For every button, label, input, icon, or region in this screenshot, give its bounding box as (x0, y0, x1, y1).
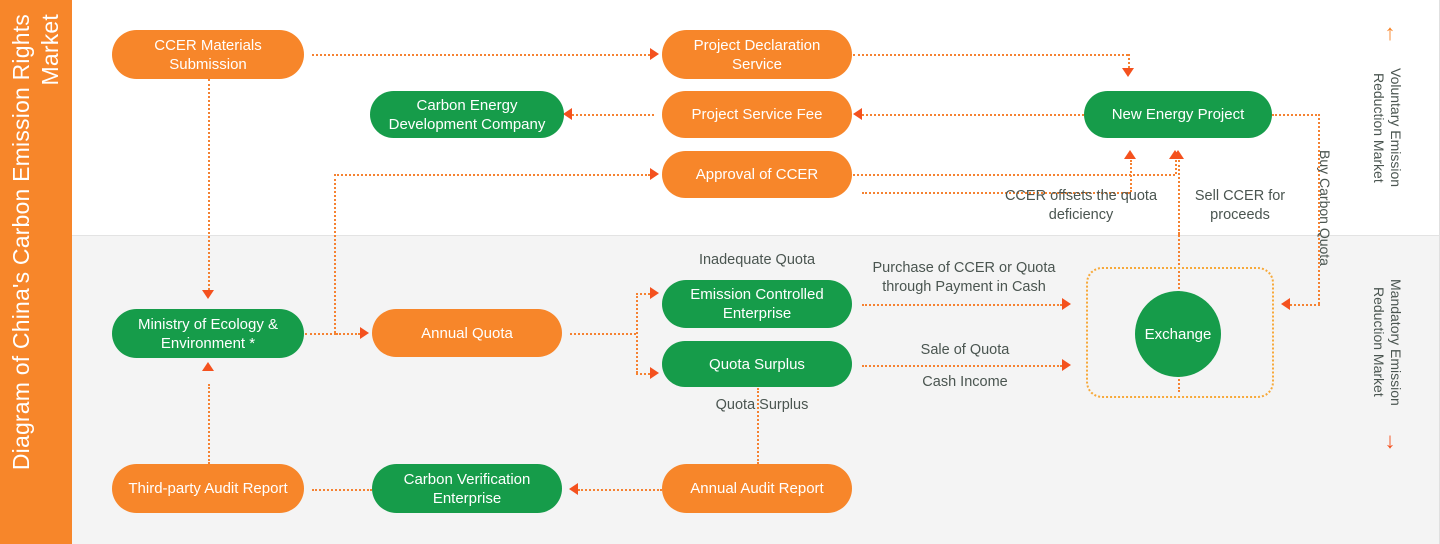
node-approval-of-ccer-label: Approval of CCER (695, 166, 819, 183)
label-buy-carbon-quota: Buy Carbon Quota (1317, 149, 1333, 266)
edge-approval-to-newenergy-v (1175, 160, 1177, 174)
edge-ministry-to-quota (336, 333, 360, 335)
node-annual-quota-label: Annual Quota (421, 324, 513, 342)
voluntary-market-label: Voluntary Emission Reduction Market (1371, 68, 1404, 188)
node-ccer-materials-label: CCER Materials Submission (154, 36, 262, 73)
edge-ministry-to-approval-h (334, 174, 650, 176)
node-ministry-label: Ministry of Ecology & Environment * (137, 315, 279, 352)
edge-buyquota-v (1318, 114, 1320, 304)
node-emission-controlled-enterprise[interactable]: Emission Controlled Enterprise (662, 280, 852, 328)
label-purchase-ccer-or-quota: Purchase of CCER or Quota through Paymen… (872, 260, 1056, 295)
label-sale-of-quota: Sale of Quota (920, 342, 1010, 358)
edge-ccer-offsets-v (1130, 160, 1132, 192)
label-sell-ccer-for-proceeds: Sell CCER for proceeds (1194, 188, 1286, 223)
edge-sellccer-v2 (1178, 160, 1180, 235)
edge-declaration-to-newenergy-v (1128, 54, 1130, 72)
edge-verification-to-thirdparty (312, 489, 372, 491)
edge-buyquota-arrowhead (1281, 298, 1290, 310)
edge-surplus-to-auditreport (757, 388, 759, 464)
node-quota-surplus[interactable]: Quota Surplus (662, 341, 852, 387)
node-annual-audit-label: Annual Audit Report (690, 480, 824, 497)
edge-emission-to-exchange (862, 304, 1062, 306)
node-annual-audit-report[interactable]: Annual Audit Report (662, 464, 852, 513)
edge-buyquota-h (1272, 114, 1320, 116)
edge-auditreport-to-verification-arrowhead (569, 483, 578, 495)
edge-sellccer-arrowhead (1172, 150, 1184, 159)
node-carbon-verification-enterprise[interactable]: Carbon Verification Enterprise (372, 464, 562, 513)
edge-auditreport-to-verification (578, 489, 662, 491)
voluntary-market-arrow-up-icon: ↑ (1384, 20, 1396, 45)
node-exchange-label: Exchange (1144, 325, 1212, 343)
edge-ccer-to-declaration-arrowhead (650, 48, 659, 60)
label-inadequate-quota: Inadequate Quota (698, 252, 816, 268)
edge-ccer-offsets-arrowhead (1124, 150, 1136, 159)
node-carbon-verification-label: Carbon Verification Enterprise (403, 470, 531, 507)
node-ccer-materials-submission[interactable]: CCER Materials Submission (112, 30, 304, 79)
node-new-energy-project-label: New Energy Project (1111, 106, 1245, 123)
mandatory-market-arrow-down-icon: ↓ (1384, 428, 1396, 453)
node-annual-quota[interactable]: Annual Quota (372, 309, 562, 357)
page-title: Diagram of China's Carbon Emission Right… (8, 14, 63, 471)
node-approval-of-ccer[interactable]: Approval of CCER (662, 151, 852, 198)
node-project-service-fee-label: Project Service Fee (691, 106, 823, 123)
edge-ccer-to-ministry-arrowhead (202, 290, 214, 299)
edge-quota-to-surplus-h (636, 373, 650, 375)
node-ministry-of-ecology-environment[interactable]: Ministry of Ecology & Environment * (112, 309, 304, 358)
edge-quota-to-surplus-arrowhead (650, 367, 659, 379)
edge-servicefee-to-carbonenergy-arrowhead (563, 108, 572, 120)
node-carbon-energy-development-company[interactable]: Carbon Energy Development Company (370, 91, 564, 138)
exchange-container (1086, 267, 1274, 398)
node-new-energy-project[interactable]: New Energy Project (1084, 91, 1272, 138)
edge-approval-to-newenergy-h (853, 174, 1175, 176)
edge-quota-split-v (636, 293, 638, 373)
edge-ccer-to-declaration (312, 54, 650, 56)
node-project-declaration-service[interactable]: Project Declaration Service (662, 30, 852, 79)
edge-quota-to-emission-h (636, 293, 650, 295)
node-carbon-energy-label: Carbon Energy Development Company (388, 96, 546, 133)
edge-ccer-to-ministry-v (208, 79, 210, 294)
node-exchange[interactable]: Exchange (1135, 291, 1221, 377)
label-quota-surplus: Quota Surplus (715, 397, 809, 413)
edge-quota-to-emission-arrowhead (650, 287, 659, 299)
edge-quota-split-h (570, 333, 636, 335)
edge-ministry-to-quota-arrowhead (360, 327, 369, 339)
sidebar-title-rotated: Diagram of China's Carbon Emission Right… (0, 0, 72, 544)
edge-ministry-to-approval-arrowhead (650, 168, 659, 180)
edge-emission-to-exchange-arrowhead (1062, 298, 1071, 310)
edge-declaration-to-newenergy-arrowhead (1122, 68, 1134, 77)
label-ccer-offsets-quota-deficiency: CCER offsets the quota deficiency (1004, 188, 1158, 223)
edge-ministry-stub (305, 333, 336, 335)
node-quota-surplus-label: Quota Surplus (709, 355, 805, 373)
edge-ccer-offsets-h (862, 192, 1130, 194)
label-cash-income: Cash Income (922, 374, 1008, 390)
node-project-declaration-label: Project Declaration Service (693, 36, 821, 73)
edge-newenergy-to-servicefee (862, 114, 1084, 116)
edge-surplus-to-exchange-arrowhead (1062, 359, 1071, 371)
node-third-party-audit-report[interactable]: Third-party Audit Report (112, 464, 304, 513)
mandatory-market-label: Mandatory Emission Reduction Market (1371, 278, 1404, 406)
edge-ministry-to-approval-v (334, 174, 336, 333)
edge-thirdparty-to-ministry-arrowhead (202, 362, 214, 371)
title-sidebar: Diagram of China's Carbon Emission Right… (0, 0, 72, 544)
edge-declaration-to-newenergy-h (853, 54, 1128, 56)
edge-buyquota-h2 (1290, 304, 1320, 306)
node-project-service-fee[interactable]: Project Service Fee (662, 91, 852, 138)
node-emission-controlled-label: Emission Controlled Enterprise (690, 286, 824, 322)
node-third-party-audit-label: Third-party Audit Report (128, 480, 288, 497)
edge-newenergy-to-servicefee-arrowhead (853, 108, 862, 120)
edge-thirdparty-to-ministry-v (208, 384, 210, 464)
edge-servicefee-to-carbonenergy (572, 114, 654, 116)
edge-surplus-to-exchange (862, 365, 1062, 367)
